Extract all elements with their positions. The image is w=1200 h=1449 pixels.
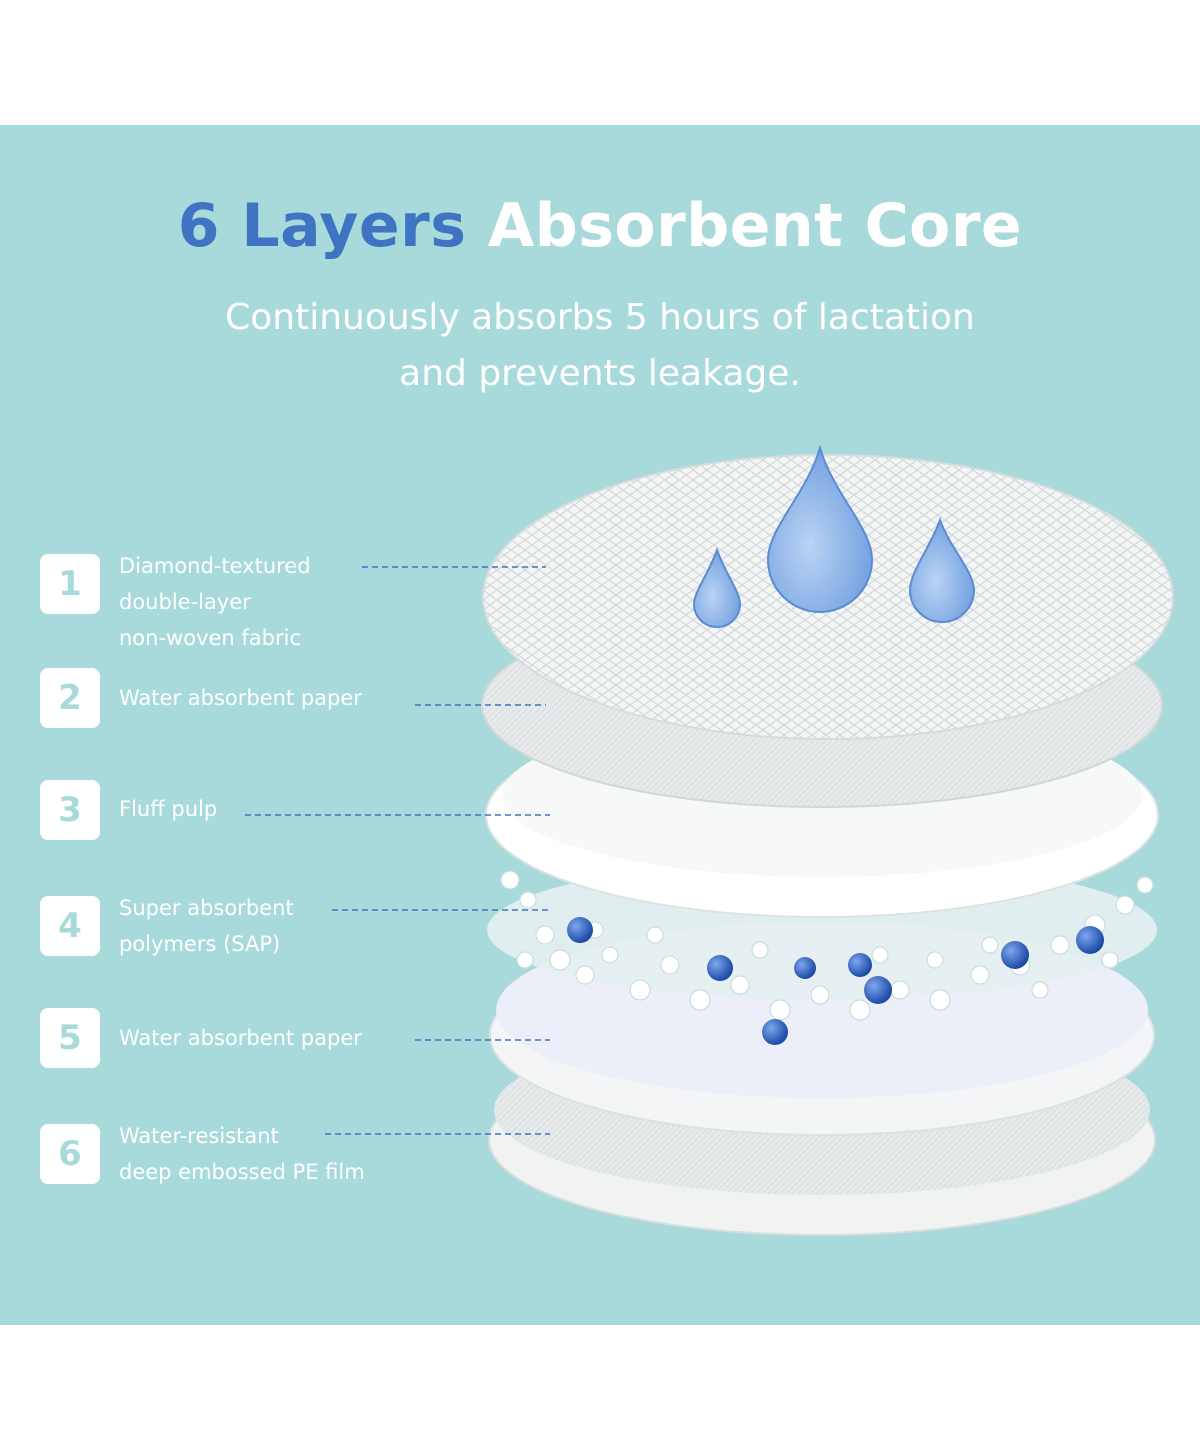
title-rest: Absorbent Core [487,191,1023,261]
leader-lines [245,566,550,1135]
layer-number-badge: 2 [40,668,100,728]
layer-label: Super absorbent polymers (SAP) [119,890,294,962]
layer-label: Fluff pulp [119,791,217,827]
page-subtitle: Continuously absorbs 5 hours of lactatio… [0,290,1200,402]
layer-label: Diamond-textured double-layer non-woven … [119,548,311,656]
layer-label-line: Fluff pulp [119,797,218,821]
droplet-medium-icon [908,517,976,623]
layer-label-line: polymers (SAP) [119,932,281,956]
subtitle-line-2: and prevents leakage. [399,353,801,394]
subtitle-line-1: Continuously absorbs 5 hours of lactatio… [225,297,975,338]
layer-label: Water absorbent paper [119,1020,362,1056]
layer-label-line: Water absorbent paper [119,1026,362,1050]
droplet-large-icon [766,444,874,613]
layer-number-badge: 3 [40,780,100,840]
droplet-small-icon [692,547,742,628]
layer-label: Water-resistant deep embossed PE film [119,1118,365,1190]
layer-label-line: Super absorbent [119,896,294,920]
layer-label-line: Water-resistant [119,1124,279,1148]
layer-label-line: deep embossed PE film [119,1160,365,1184]
layer-label-line: Diamond-textured [119,554,311,578]
layer-label-line: non-woven fabric [119,626,302,650]
layer-label-line: double-layer [119,590,251,614]
layer-number-badge: 6 [40,1124,100,1184]
layer-number-badge: 5 [40,1008,100,1068]
layer-number-badge: 1 [40,554,100,614]
layer-label: Water absorbent paper [119,680,362,716]
title-accent: 6 Layers [177,191,467,261]
layer-label-line: Water absorbent paper [119,686,362,710]
page-title: 6 Layers Absorbent Core [0,188,1200,264]
water-droplets [692,444,976,628]
layer-number-badge: 4 [40,896,100,956]
